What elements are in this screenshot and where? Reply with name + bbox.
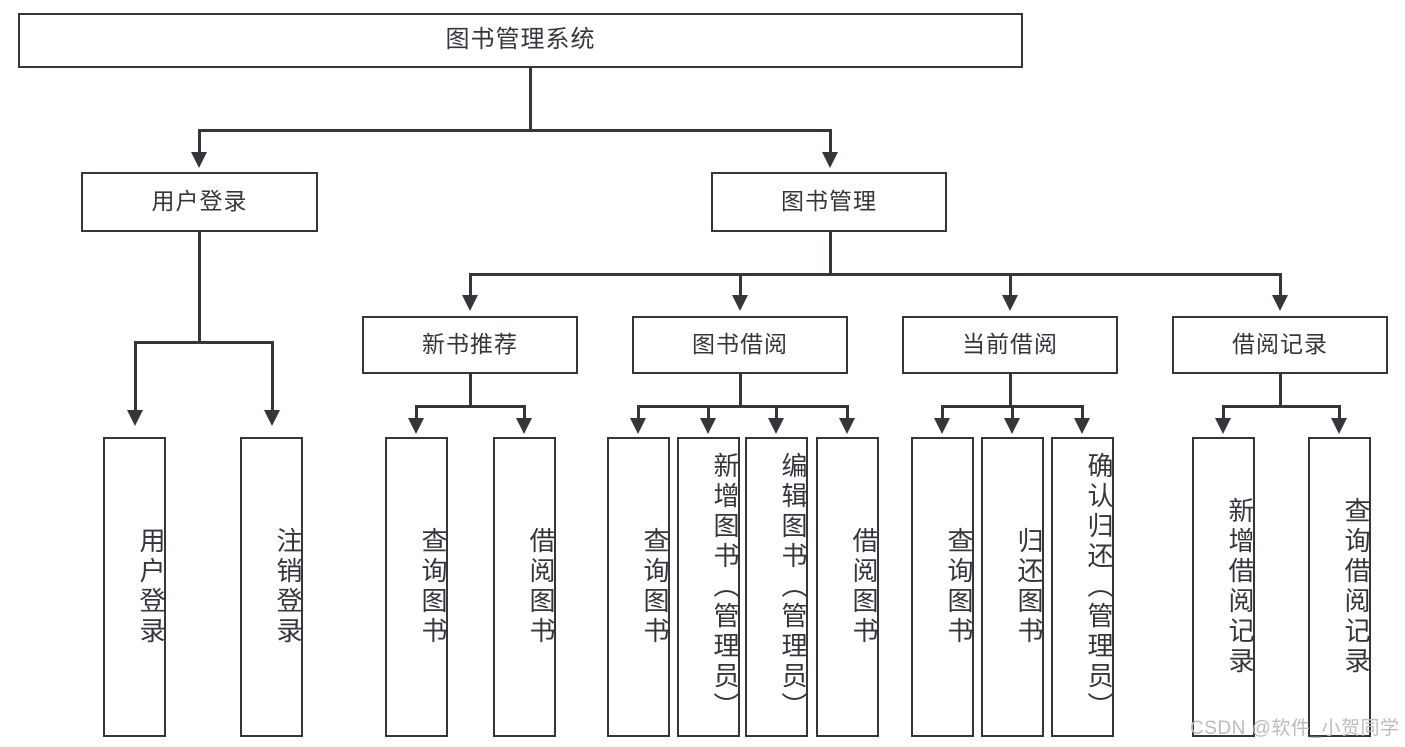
arrowhead-root-to-book-management [822,152,838,168]
arrowhead-borrow-to-query [630,418,646,434]
node-book-management[interactable]: 图书管理 [711,172,947,232]
arrowhead-newbook-to-query [408,418,424,434]
edge-records-to-query [1338,405,1341,421]
node-label: 查询借阅记录 [1341,497,1371,677]
edge-records-stem [1279,374,1282,406]
node-leaf-add-borrow-record[interactable]: 新增借阅记录 [1192,437,1255,737]
node-label: 确认归还（管理员） [1084,452,1114,722]
edge-root-bus [198,129,831,132]
node-root-library-management-system[interactable]: 图书管理系统 [18,13,1023,68]
node-label: 借阅图书 [849,527,879,647]
edge-bm-to-new-books [469,273,472,297]
edge-bm-to-borrow [739,273,742,297]
arrowhead-current-to-query [934,418,950,434]
node-leaf-confirm-return-admin[interactable]: 确认归还（管理员） [1051,437,1114,737]
node-label: 查询图书 [944,527,974,647]
node-leaf-return-book[interactable]: 归还图书 [981,437,1044,737]
arrowhead-records-to-add [1215,418,1231,434]
edge-borrow-to-borrowbook [846,405,849,421]
node-leaf-borrow-book-newbook[interactable]: 借阅图书 [493,437,556,737]
arrowhead-borrow-to-edit [768,418,784,434]
node-label: 编辑图书（管理员） [778,452,808,722]
edge-root-stem [529,68,532,130]
node-label: 注销登录 [273,527,303,647]
node-leaf-query-book-borrow[interactable]: 查询图书 [607,437,670,737]
node-label: 查询图书 [418,527,448,647]
node-label: 借阅记录 [1232,331,1328,358]
edge-current-to-query [941,405,944,421]
arrowhead-borrow-to-add [700,418,716,434]
edge-records-bus [1222,405,1340,408]
node-label: 图书管理系统 [445,26,596,54]
node-label: 新书推荐 [422,331,518,358]
node-current-borrowing[interactable]: 当前借阅 [902,316,1118,374]
node-leaf-add-book-admin[interactable]: 新增图书（管理员） [677,437,740,737]
node-leaf-logout[interactable]: 注销登录 [240,437,303,737]
node-label: 用户登录 [136,527,166,647]
edge-current-to-confirm [1081,405,1084,421]
node-label: 查询图书 [640,527,670,647]
edge-root-to-book-management [829,129,832,155]
edge-bm-to-current [1009,273,1012,297]
edge-user-login-stem [198,232,201,342]
node-borrowing-records[interactable]: 借阅记录 [1172,316,1388,374]
edge-current-stem [1009,374,1012,406]
edge-borrow-to-add [707,405,710,421]
edge-bm-to-records [1279,273,1282,297]
node-user-login[interactable]: 用户登录 [81,172,318,232]
edge-borrow-bus [637,405,849,408]
edge-book-management-bus [469,273,1281,276]
node-book-borrowing[interactable]: 图书借阅 [632,316,848,374]
node-label: 图书管理 [781,188,877,215]
edge-newbook-bus [415,405,525,408]
arrowhead-bm-to-records [1272,295,1288,311]
edge-newbook-to-borrow [523,405,526,421]
edge-current-to-return [1011,405,1014,421]
arrowhead-borrow-to-borrowbook [839,418,855,434]
node-label: 图书借阅 [692,331,788,358]
edge-newbook-stem [469,374,472,406]
node-leaf-query-borrow-record[interactable]: 查询借阅记录 [1308,437,1371,737]
edge-user-login-bus [134,341,273,344]
arrowhead-current-to-confirm [1074,418,1090,434]
node-leaf-borrow-book[interactable]: 借阅图书 [816,437,879,737]
edge-book-management-stem [829,232,832,275]
node-label: 归还图书 [1014,527,1044,647]
node-label: 借阅图书 [526,527,556,647]
node-label: 当前借阅 [962,331,1058,358]
edge-root-to-user-login [198,129,201,155]
arrowhead-user-login-to-login [127,410,143,426]
edge-newbook-to-query [415,405,418,421]
arrowhead-root-to-user-login [191,152,207,168]
node-new-book-recommendation[interactable]: 新书推荐 [362,316,578,374]
arrowhead-newbook-to-borrow [516,418,532,434]
node-label: 用户登录 [151,188,248,215]
edge-records-to-add [1222,405,1225,421]
node-leaf-user-login[interactable]: 用户登录 [103,437,166,737]
arrowhead-records-to-query [1331,418,1347,434]
node-label: 新增借阅记录 [1225,497,1255,677]
arrowhead-bm-to-borrow [732,295,748,311]
arrowhead-current-to-return [1004,418,1020,434]
edge-user-login-to-logout [271,341,274,413]
arrowhead-user-login-to-logout [264,410,280,426]
edge-user-login-to-login [134,341,137,413]
arrowhead-bm-to-current [1002,295,1018,311]
node-leaf-query-book-newbook[interactable]: 查询图书 [385,437,448,737]
node-leaf-edit-book-admin[interactable]: 编辑图书（管理员） [745,437,808,737]
edge-borrow-to-query [637,405,640,421]
edge-borrow-stem [739,374,742,406]
node-label: 新增图书（管理员） [710,452,740,722]
arrowhead-bm-to-new-books [462,295,478,311]
csdn-watermark: CSDN @软件_小贺同学 [1190,718,1400,739]
edge-borrow-to-edit [775,405,778,421]
node-leaf-query-book-current[interactable]: 查询图书 [911,437,974,737]
